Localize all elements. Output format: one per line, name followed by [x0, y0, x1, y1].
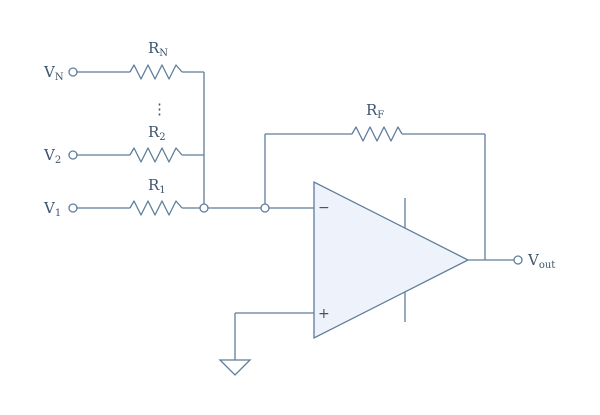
resistor-rf-icon [351, 126, 403, 142]
resistor-rn-icon [129, 64, 183, 80]
wires [77, 71, 514, 360]
noninverting-input-sign: + [318, 306, 330, 322]
ground-icon [218, 359, 252, 376]
label-vout: Vout [527, 251, 555, 271]
terminal-v2-icon [68, 150, 78, 160]
ellipsis-icon: ⋮ [152, 100, 167, 118]
label-r1: R1 [148, 176, 166, 196]
summing-node-icon [199, 203, 209, 213]
resistor-r2-icon [129, 147, 183, 163]
terminal-vout-icon [513, 255, 523, 265]
resistor-r1-icon [129, 200, 183, 216]
label-rf: RF [366, 101, 384, 121]
terminals [68, 67, 523, 265]
inverting-input-sign: − [318, 200, 330, 216]
label-v2: V2 [43, 146, 61, 166]
terminal-vn-icon [68, 67, 78, 77]
triangle-opamp-icon [313, 180, 470, 340]
label-r2: R2 [148, 123, 166, 143]
feedback-node-icon [260, 203, 270, 213]
labels: VN V2 V1 RN R2 R1 RF Vout ⋮ [43, 39, 555, 271]
resistors [129, 64, 403, 216]
label-vn: VN [43, 63, 64, 83]
label-rn: RN [148, 39, 168, 59]
opamp: − + [313, 180, 470, 340]
terminal-v1-icon [68, 203, 78, 213]
label-v1: V1 [43, 199, 61, 219]
